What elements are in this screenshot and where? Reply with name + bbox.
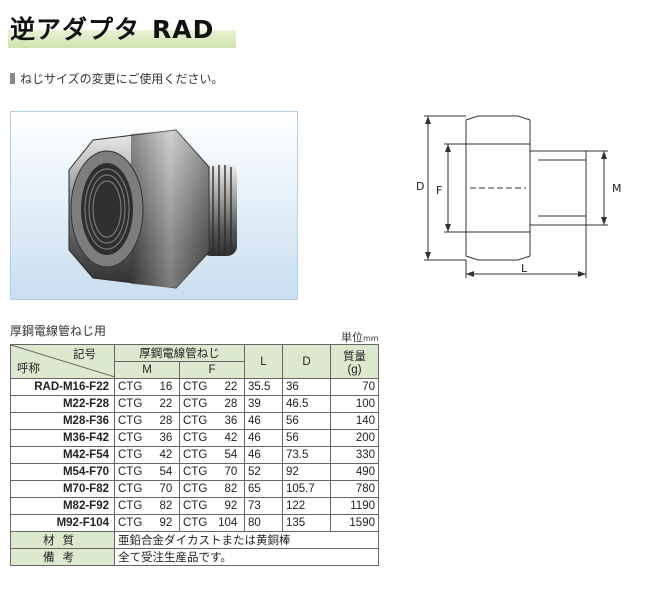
dim-label-D: D — [416, 180, 424, 193]
row-mass: 70 — [330, 378, 379, 396]
row-code: M36-F42 — [10, 429, 115, 447]
note-label: 備考 — [10, 548, 115, 566]
row-D: 56 — [282, 429, 331, 447]
row-code: RAD-M16-F22 — [10, 378, 115, 396]
row-D: 92 — [282, 463, 331, 481]
header-mass: 質量(g) — [330, 344, 379, 379]
row-D: 73.5 — [282, 446, 331, 464]
header-F: F — [179, 361, 245, 379]
adapter-photo-illustration — [68, 129, 237, 289]
technical-drawing-svg: D F M L — [416, 115, 622, 278]
header-yobi: 呼称 — [17, 363, 40, 375]
header-thread-group: 厚鋼電線管ねじ — [114, 344, 245, 362]
row-mass: 200 — [330, 429, 379, 447]
row-D: 135 — [282, 514, 331, 532]
unit-label: 単位mm — [341, 331, 379, 344]
row-L: 65 — [244, 480, 283, 498]
row-mass: 490 — [330, 463, 379, 481]
title-underline-band — [8, 30, 236, 48]
dim-label-F: F — [436, 184, 442, 197]
bullet-marker — [10, 73, 15, 84]
row-code: M28-F36 — [10, 412, 115, 430]
row-mass: 780 — [330, 480, 379, 498]
row-D: 56 — [282, 412, 331, 430]
row-D: 36 — [282, 378, 331, 396]
table-subtitle: 厚鋼電線管ねじ用 — [10, 324, 107, 338]
row-code: M82-F92 — [10, 497, 115, 515]
row-mass: 330 — [330, 446, 379, 464]
product-photo — [10, 111, 298, 300]
row-mass: 140 — [330, 412, 379, 430]
row-D: 105.7 — [282, 480, 331, 498]
row-L: 46 — [244, 429, 283, 447]
row-L: 52 — [244, 463, 283, 481]
row-L: 35.5 — [244, 378, 283, 396]
header-kigo: 記号 — [73, 349, 96, 361]
title-block: 逆アダプタ RAD — [8, 8, 236, 48]
row-code: M42-F54 — [10, 446, 115, 464]
header-diagonal — [11, 345, 115, 377]
dim-label-L: L — [521, 262, 528, 275]
row-code: M54-F70 — [10, 463, 115, 481]
row-mass: 1590 — [330, 514, 379, 532]
material-label: 材質 — [10, 531, 115, 549]
row-L: 46 — [244, 446, 283, 464]
header-D: D — [282, 344, 331, 379]
title-english: RAD — [152, 15, 215, 44]
header-yobi-kigo: 記号 呼称 — [10, 344, 115, 379]
row-code: M92-F104 — [10, 514, 115, 532]
material-value: 亜鉛合金ダイカストまたは黄銅棒 — [114, 531, 379, 549]
row-D: 46.5 — [282, 395, 331, 413]
product-description: ねじサイズの変更にご使用ください。 — [10, 70, 223, 87]
header-M: M — [114, 361, 180, 379]
row-code: M70-F82 — [10, 480, 115, 498]
row-mass: 1190 — [330, 497, 379, 515]
description-text: ねじサイズの変更にご使用ください。 — [20, 72, 224, 86]
row-L: 80 — [244, 514, 283, 532]
row-L: 39 — [244, 395, 283, 413]
header-L: L — [244, 344, 283, 379]
row-L: 46 — [244, 412, 283, 430]
row-mass: 100 — [330, 395, 379, 413]
note-value: 全て受注生産品です。 — [114, 548, 379, 566]
row-code: M22-F28 — [10, 395, 115, 413]
dim-label-M: M — [612, 182, 622, 195]
dimension-drawing: D F M L — [408, 106, 634, 286]
page-title: 逆アダプタ RAD — [10, 10, 214, 46]
row-L: 73 — [244, 497, 283, 515]
title-japanese: 逆アダプタ — [10, 15, 141, 44]
row-D: 122 — [282, 497, 331, 515]
